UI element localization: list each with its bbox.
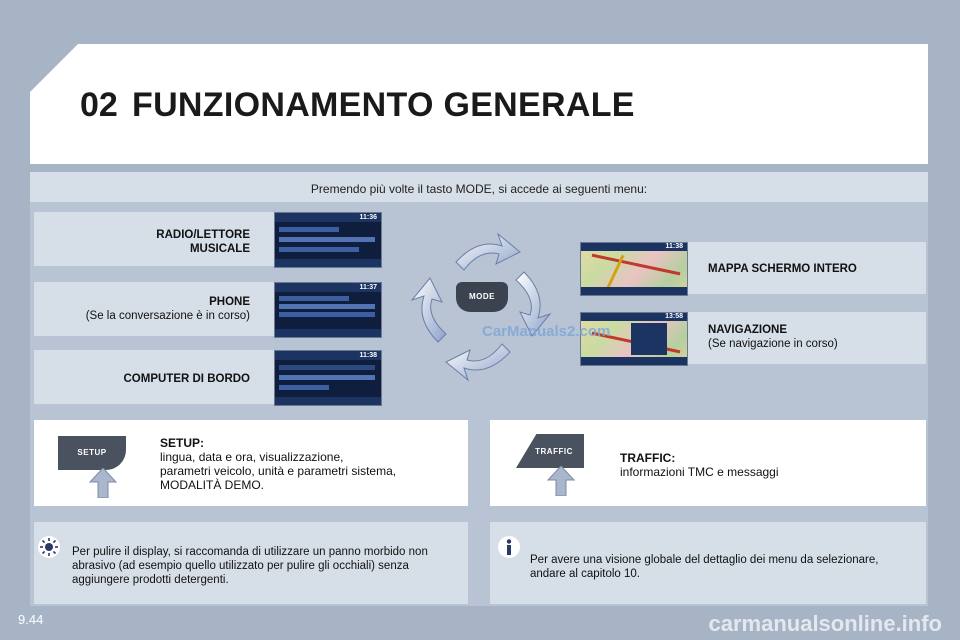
tip-line: abrasivo (ad esempio quello utilizzato p… [72,560,409,572]
menu-strip-radio [34,212,274,266]
traffic-line: informazioni TMC e messaggi [620,465,779,479]
menu-strip-map [686,242,926,294]
tip-line: Per pulire il display, si raccomanda di … [72,546,428,558]
menu-title: MUSICALE [189,243,250,255]
menu-title: RADIO/LETTORE [156,229,250,241]
menu-title: NAVIGAZIONE [708,324,788,336]
menu-subtitle: (Se navigazione in corso) [708,338,838,350]
setup-title: SETUP: [160,436,205,450]
cycle-arrows-icon [410,232,552,382]
sun-icon [38,536,60,558]
tip-info-text: Per avere una visione globale del dettag… [530,553,922,581]
chapter-title: FUNZIONAMENTO GENERALE [132,86,635,124]
mode-button-icon: MODE [456,282,508,312]
setup-description: SETUP: lingua, data e ora, visualizzazio… [160,436,460,492]
tip-cleaning-panel [34,522,468,604]
menu-label-radio: RADIO/LETTORE MUSICALE [40,228,250,256]
watermark: CarManuals2.com [482,323,611,340]
setup-line: parametri veicolo, unità e parametri sis… [160,464,397,478]
screen-time: 11:36 [359,214,377,221]
screen-full-map: 11:38 [580,242,688,296]
menu-label-navigation: NAVIGAZIONE (Se navigazione in corso) [708,323,918,351]
tip-line: andare al capitolo 10. [530,568,640,580]
menu-strip-phone [34,282,274,336]
traffic-key-icon: TRAFFIC [516,434,584,468]
navigation-instruction-panel [631,323,667,355]
intro-text: Premendo più volte il tasto MODE, si acc… [310,182,648,196]
menu-title: MAPPA SCHERMO INTERO [708,263,857,275]
menu-label-map: MAPPA SCHERMO INTERO [708,262,918,276]
chapter-number: 02 [80,86,118,124]
menu-subtitle: (Se la conversazione è in corso) [85,310,250,322]
screen-navigation: 13:58 [580,312,688,366]
screen-computer: 11:38 [274,350,382,406]
setup-line: MODALITÀ DEMO. [160,478,265,492]
tip-info-panel [490,522,926,604]
intro-bar: Premendo più volte il tasto MODE, si acc… [30,172,928,202]
menu-label-computer: COMPUTER DI BORDO [40,372,251,386]
screen-time: 11:38 [359,352,377,359]
screen-time: 11:38 [665,243,683,250]
footer-watermark: carmanualsonline.info [708,611,943,636]
screen-time: 11:37 [359,284,377,291]
setup-line: lingua, data e ora, visualizzazione, [160,450,344,464]
page-number: 9.44 [18,612,44,627]
setup-key-icon: SETUP [58,436,126,470]
screen-radio: 11:36 [274,212,382,268]
menu-strip-navigation [686,312,926,364]
menu-strip-computer [34,350,274,404]
info-icon [498,536,520,558]
tip-line: aggiungere prodotti detergenti. [72,574,229,586]
screen-phone: 11:37 [274,282,382,338]
traffic-description: TRAFFIC: informazioni TMC e messaggi [620,451,920,479]
screen-time: 13:58 [665,313,683,320]
press-arrow-up-icon [88,468,118,498]
menu-title: PHONE [209,296,250,308]
menu-label-phone: PHONE (Se la conversazione è in corso) [40,295,250,323]
press-arrow-up-icon [546,466,576,496]
traffic-title: TRAFFIC: [620,451,676,465]
chapter-header [30,44,928,164]
menu-title: COMPUTER DI BORDO [123,373,251,385]
tip-cleaning-text: Per pulire il display, si raccomanda di … [72,545,464,587]
tip-line: Per avere una visione globale del dettag… [530,554,879,566]
